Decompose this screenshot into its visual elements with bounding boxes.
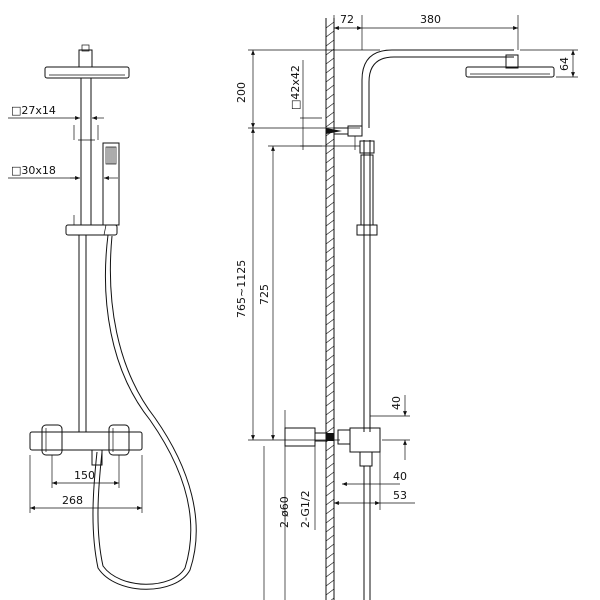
wall-hatch-line <box>325 237 335 245</box>
wall-hatch-line <box>325 156 335 164</box>
wall-hatch-line <box>325 399 335 407</box>
wall-hatch-line <box>325 39 335 47</box>
wall-hatch-line <box>325 417 335 425</box>
wall-hatch-line <box>325 183 335 191</box>
bar-section-label: □30x18 <box>11 164 56 177</box>
wall-hatch-line <box>325 246 335 254</box>
wall-hatch-line <box>325 408 335 416</box>
wall-offset-label: 72 <box>340 13 354 26</box>
wall-hatch-line <box>325 534 335 542</box>
wall-hatch-line <box>325 588 335 596</box>
side-hand-holder <box>356 140 378 236</box>
wall-hatch-line <box>325 381 335 389</box>
arm-section-label: □27x14 <box>11 104 56 117</box>
wall-hatch-line <box>325 138 335 146</box>
front-riser-pipe <box>78 78 95 432</box>
wall-hatch-line <box>325 282 335 290</box>
side-wall <box>325 18 335 600</box>
front-view: □27x14 □30x18 150 268 <box>8 44 197 590</box>
wall-hatch-line <box>325 372 335 380</box>
wall-hatch-line <box>325 507 335 515</box>
wall-hatch-line <box>325 363 335 371</box>
top-height-label: 200 <box>235 82 248 103</box>
wall-hatch-line <box>325 525 335 533</box>
arm-reach-label: 380 <box>420 13 441 26</box>
wall-hatch-line <box>325 453 335 461</box>
wall-hatch-line <box>325 480 335 488</box>
wall-hatch-line <box>325 219 335 227</box>
wall-hatch-line <box>325 102 335 110</box>
inlet-depth-label: 40 <box>393 470 407 483</box>
escutcheon-dia-label: 2-ø60 <box>278 496 291 528</box>
wall-hatch-line <box>325 462 335 470</box>
wall-hatch-line <box>325 273 335 281</box>
wall-hatch-line <box>325 318 335 326</box>
side-top-dimensions <box>333 15 578 78</box>
side-inlet-dimensions <box>263 395 415 600</box>
wall-hatch-line <box>325 570 335 578</box>
bar-length-label: 725 <box>258 284 271 305</box>
inlet-rise-label: 40 <box>390 396 403 410</box>
thread-label: 2-G1/2 <box>299 490 312 528</box>
side-shower-head <box>465 54 555 78</box>
wall-hatch-line <box>325 30 335 38</box>
wall-hatch-line <box>325 444 335 452</box>
wall-hatch-line <box>325 201 335 209</box>
wall-hatch-line <box>325 174 335 182</box>
front-dimensions <box>29 455 143 513</box>
wall-hatch-line <box>325 390 335 398</box>
head-height-label: 64 <box>558 57 571 71</box>
front-section-marks <box>8 116 118 180</box>
wall-hatch-line <box>325 309 335 317</box>
wall-hatch-line <box>325 165 335 173</box>
wall-hatch-line <box>325 561 335 569</box>
center-distance-label: 150 <box>74 469 95 482</box>
adjust-range-label: 765~1125 <box>235 260 248 318</box>
wall-hatch-line <box>325 228 335 236</box>
mixer-width-label: 268 <box>62 494 83 507</box>
wall-hatch-line <box>325 471 335 479</box>
wall-hatch-line <box>325 210 335 218</box>
wall-hatch-line <box>325 354 335 362</box>
wall-hatch-line <box>325 111 335 119</box>
wall-hatch-line <box>325 147 335 155</box>
wall-hatch-line <box>325 93 335 101</box>
wall-hatch-line <box>325 489 335 497</box>
side-view: 72 380 64 200 □42x42 765~1125 725 40 40 … <box>235 13 578 600</box>
front-shower-head <box>44 44 130 79</box>
wall-hatch-line <box>325 336 335 344</box>
side-riser-arm <box>361 49 514 432</box>
wall-hatch-line <box>325 327 335 335</box>
wall-hatch-line <box>325 120 335 128</box>
front-shower-hose <box>92 234 197 590</box>
side-mixer <box>284 410 381 600</box>
wall-hatch-line <box>325 498 335 506</box>
wall-hatch-line <box>325 21 335 29</box>
wall-hatch-line <box>325 543 335 551</box>
wall-hatch-line <box>325 84 335 92</box>
wall-hatch-line <box>325 57 335 65</box>
wall-hatch-line <box>325 291 335 299</box>
wall-hatch-line <box>325 264 335 272</box>
wall-hatch-line <box>325 255 335 263</box>
side-vertical-dimensions <box>248 49 380 441</box>
bracket-section-label: □42x42 <box>289 65 302 110</box>
wall-hatch-line <box>325 345 335 353</box>
wall-hatch-line <box>325 66 335 74</box>
wall-hatch-line <box>325 516 335 524</box>
side-wall-bracket <box>326 125 363 150</box>
wall-hatch-line <box>325 552 335 560</box>
wall-hatch-line <box>325 192 335 200</box>
front-slider-bracket <box>65 215 118 236</box>
wall-hatch-line <box>325 426 335 434</box>
wall-hatch-line <box>330 597 335 600</box>
wall-hatch-line <box>325 75 335 83</box>
wall-hatch-line <box>325 579 335 587</box>
wall-hatch-line <box>325 300 335 308</box>
inlet-projection-label: 53 <box>393 489 407 502</box>
front-hand-shower <box>102 142 120 236</box>
